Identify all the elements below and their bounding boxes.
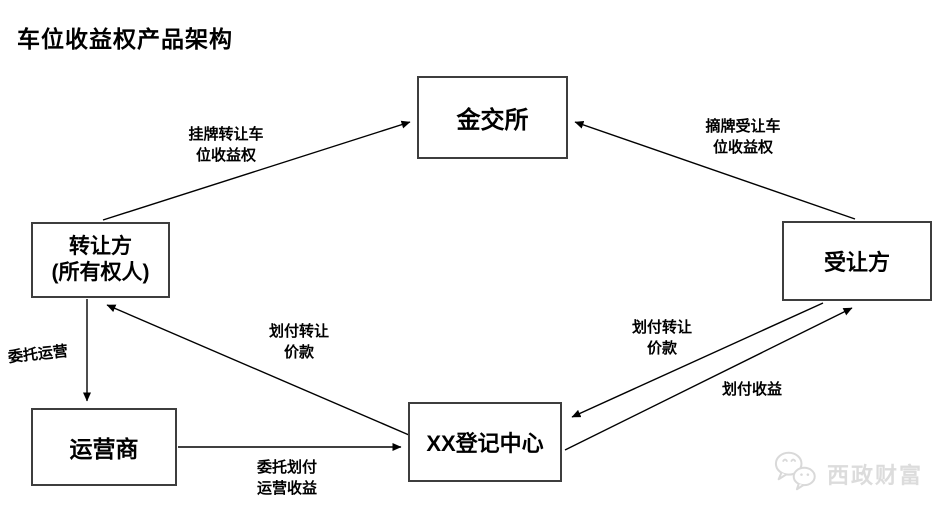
watermark-text: 西政财富: [827, 462, 924, 488]
arrow-pay-transfer-price-to-transferor: [106, 304, 410, 436]
node-registry-label: XX登记中心: [426, 431, 544, 456]
node-transferee: 受让方: [782, 221, 932, 301]
node-exchange-label: 金交所: [456, 107, 529, 134]
node-exchange: 金交所: [417, 76, 568, 159]
edge-label-pay-transfer-price-to-transferor: 划付转让价款: [268, 323, 329, 361]
edge-label-delisting: 摘牌受让车位收益权: [705, 118, 781, 156]
edge-label-pay-income: 划付收益: [722, 381, 783, 398]
diagram-title: 车位收益权产品架构: [17, 26, 233, 52]
node-transferor-label-line2: (所有权人): [51, 261, 150, 284]
node-transferee-label: 受让方: [823, 250, 890, 275]
node-registry: XX登记中心: [408, 402, 562, 482]
arrow-listing-transfer: [102, 120, 411, 221]
wechat-bubbles-icon: [773, 450, 819, 497]
node-operator: 运营商: [31, 408, 177, 486]
watermark: 西政财富: [773, 450, 923, 497]
arrow-pay-transfer-price-from-transferee: [571, 302, 824, 418]
arrow-delisting-accept: [574, 121, 856, 220]
node-operator-label: 运营商: [69, 436, 139, 462]
arrow-pay-income: [564, 307, 853, 451]
node-transferor: 转让方 (所有权人): [31, 222, 170, 298]
edge-label-listing: 挂牌转让车位收益权: [188, 126, 264, 164]
node-transferor-label-line1: 转让方: [69, 234, 132, 258]
edge-label-pay-transfer-price-from-transferee: 划付转让价款: [631, 319, 692, 357]
edge-label-entrust-pay-operating-income: 委托划付运营收益: [256, 459, 317, 497]
